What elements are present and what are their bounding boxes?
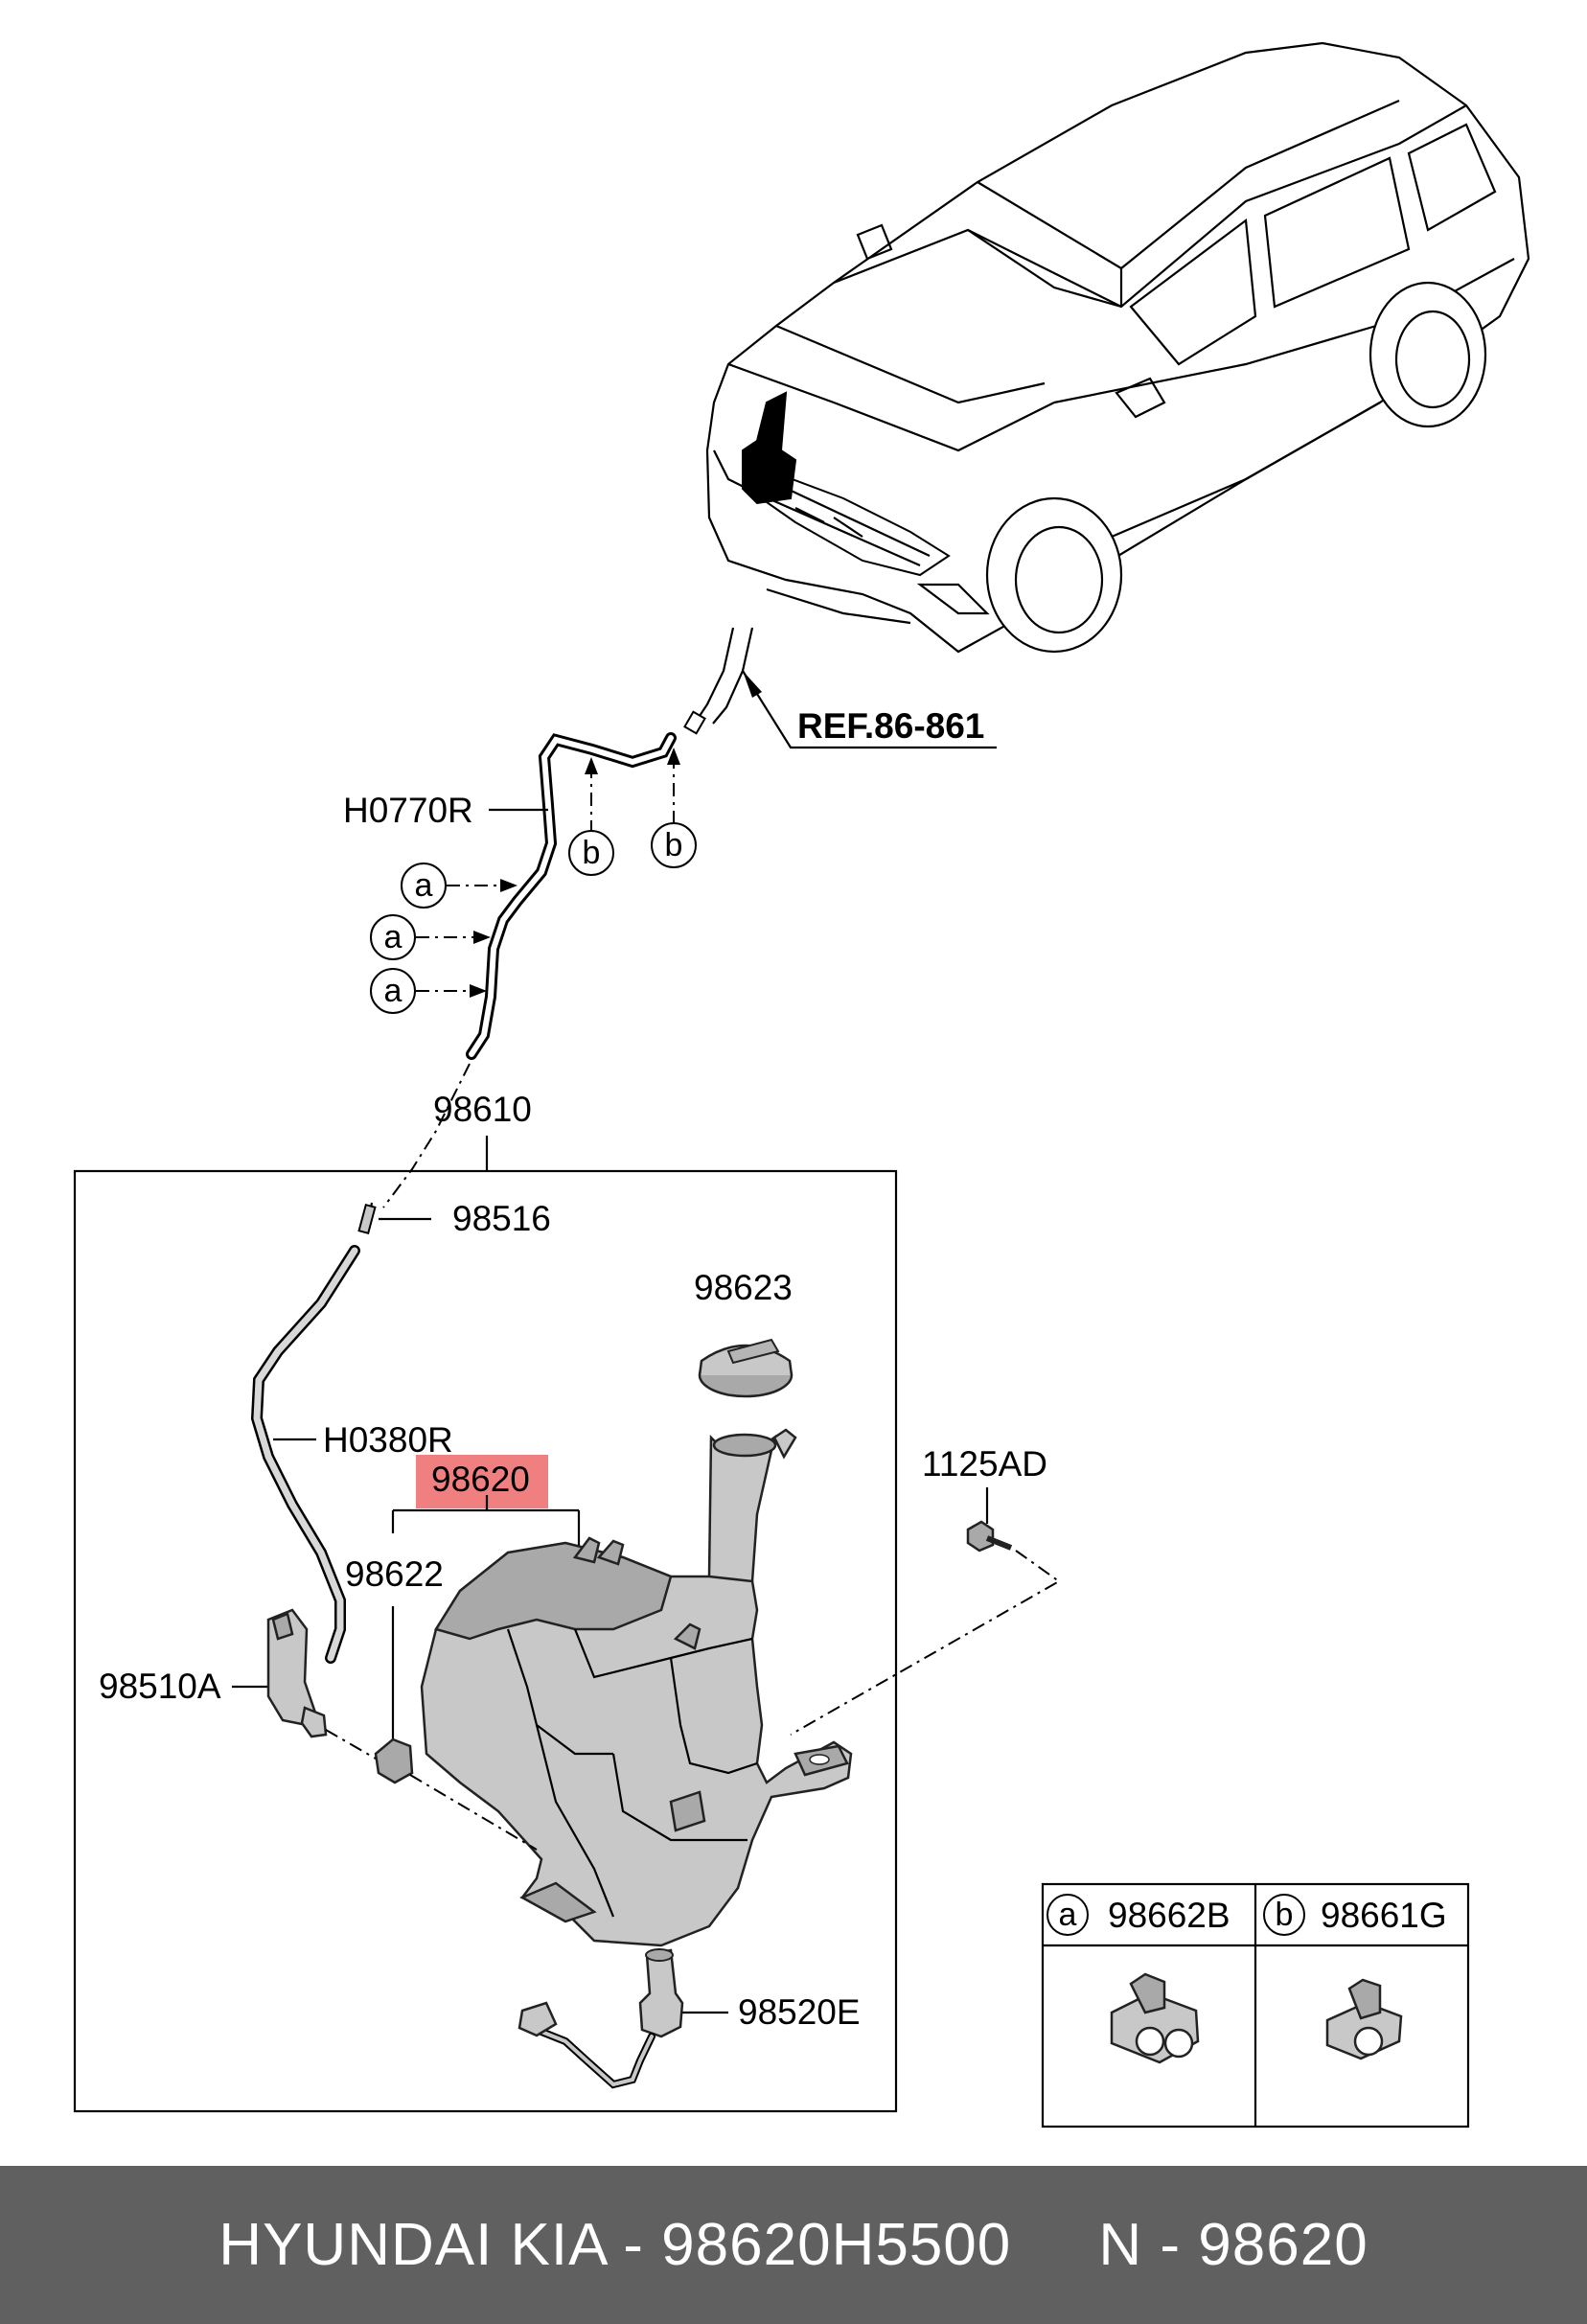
legend-table: a 98662B b 98661G	[1041, 1882, 1470, 2128]
legend-letter-b: b	[1276, 1897, 1294, 1933]
cap-98623: 98623	[694, 1268, 794, 1398]
car-illustration	[705, 41, 1530, 654]
label-level-sensor: 98520E	[738, 1992, 861, 2032]
callout-a-2: a	[384, 919, 402, 955]
hose-assy-group: 98610	[382, 1063, 532, 1208]
callout-b-1: b	[583, 835, 601, 871]
legend-letter-a: a	[1059, 1897, 1077, 1933]
callout-b-2: b	[665, 827, 683, 863]
reservoir-label-group: 98620	[391, 1455, 581, 1548]
ref-label: REF.86-861	[797, 706, 984, 746]
assembly-box	[73, 1169, 898, 2113]
parts-diagram: REF.86-861 H0770R b b a a a 98610	[73, 41, 1530, 2128]
pump-98510A: 98510A	[99, 1608, 377, 1760]
reservoir-location-mark	[742, 391, 797, 505]
hose-lower: H0380R	[250, 1245, 453, 1664]
clip-a-illustration	[1110, 1972, 1200, 2064]
callouts-a: a a a	[370, 863, 518, 1014]
legend-part-b: 98661G	[1321, 1896, 1447, 1935]
callout-a-3: a	[384, 973, 402, 1009]
footer-part-number: HYUNDAI KIA - 98620H5500 N - 98620	[218, 2212, 1368, 2278]
label-reservoir: 98620	[431, 1460, 530, 1499]
label-hose-assy: 98610	[433, 1090, 532, 1129]
label-hose-upper: H0770R	[343, 791, 473, 830]
clip-b-illustration	[1325, 1978, 1403, 2060]
level-sensor-98520E: 98520E	[518, 1948, 861, 2089]
label-connector: 98516	[452, 1199, 551, 1238]
callouts-b: b b	[568, 748, 697, 876]
callout-a-1: a	[415, 867, 433, 904]
reservoir-98620	[420, 1428, 853, 1947]
connector-98516: 98516	[357, 1199, 551, 1238]
label-grommet: 98622	[345, 1554, 444, 1594]
label-cap: 98623	[694, 1268, 793, 1307]
bolt-1125AD: 1125AD	[790, 1444, 1061, 1736]
label-hose-lower: H0380R	[323, 1420, 453, 1460]
grommet-98622: 98622	[345, 1554, 444, 1784]
ref-hose-group: REF.86-861	[683, 627, 997, 749]
label-bolt: 1125AD	[922, 1444, 1047, 1484]
label-pump: 98510A	[99, 1667, 221, 1706]
legend-part-a: 98662B	[1108, 1896, 1230, 1935]
footer-bar: HYUNDAI KIA - 98620H5500 N - 98620	[0, 2166, 1587, 2324]
hose-upper: H0770R	[343, 732, 677, 1060]
label-highlight	[416, 1455, 548, 1508]
pump-install-line	[409, 1774, 538, 1851]
